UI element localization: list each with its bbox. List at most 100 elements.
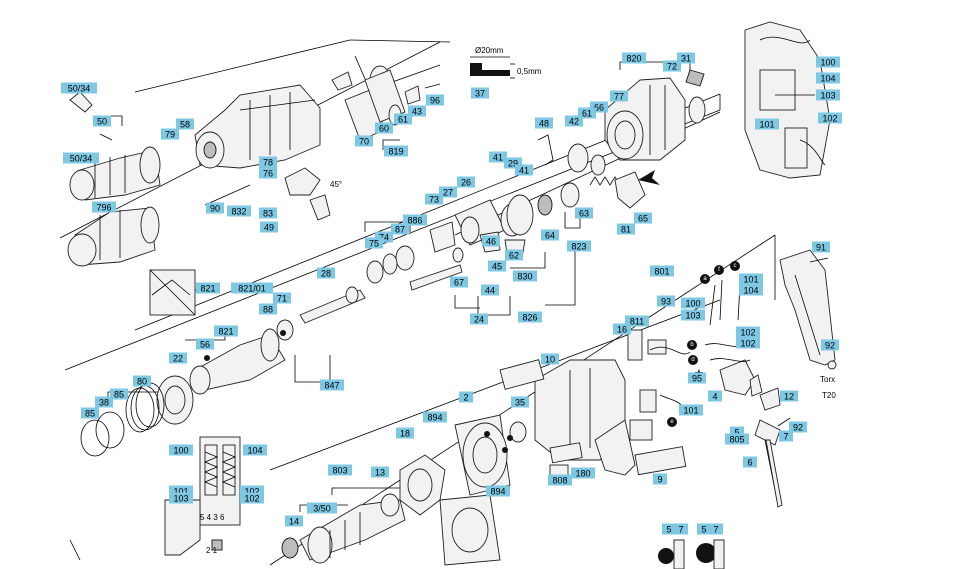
part-label-box [504,157,522,169]
part-label-95: 95 [688,372,706,384]
part-label-text: 50 [97,117,107,127]
part-label-box [169,492,193,504]
part-label-24: 24 [470,313,488,325]
part-label-box [450,276,468,288]
part-label-box [81,407,99,419]
part-label-box [243,444,267,456]
part-label-box [391,223,409,235]
part-label-text: 7 [713,525,718,535]
part-label-box [457,176,475,188]
part-label-box [821,339,839,351]
part-label-text: 886 [407,216,422,226]
part-label-text: 49 [264,223,274,233]
part-label-text: 96 [430,96,440,106]
part-label-50: 50 [93,115,111,127]
ring-85 [80,419,110,457]
part-label-box [403,214,427,226]
part-label-box [708,390,722,402]
part-label-text: 81 [621,225,631,235]
armature [281,493,406,564]
intermediate-housing [604,69,706,161]
part-label-text: 832 [231,207,246,217]
part-label-box [240,492,264,504]
part-label-63: 63 [575,207,593,219]
part-label-text: 87 [395,225,405,235]
air-guide-ring [399,454,446,516]
part-label-text: 50/34 [70,154,93,164]
part-label-9: 9 [653,473,667,485]
part-label-text: 100 [685,299,700,309]
part-label-text: 894 [490,487,505,497]
part-label-16: 16 [613,323,631,335]
part-label-box [259,207,277,219]
part-label-48: 48 [535,117,553,129]
part-label-box [61,82,97,94]
part-label-text: 102 [740,339,755,349]
part-label-box [697,523,711,535]
part-label-box [575,207,593,219]
part-label-box [365,237,383,249]
svg-text:d: d [691,357,694,363]
part-label-76: 76 [259,167,277,179]
part-label-803: 803 [328,464,352,476]
part-label-box [355,135,373,147]
inset-numbers: 5 4 3 6 [200,513,225,522]
part-label-text: 12 [784,392,794,402]
part-label-text: 18 [400,429,410,439]
part-label-text: 808 [552,476,567,486]
part-label-text: 64 [545,231,555,241]
part-label-104b: 104 [816,72,840,84]
part-label-102e: 102 [736,337,760,349]
part-label-box [384,145,408,157]
letter-markers: a c b d e f ★ [667,261,740,427]
part-label-50-34a: 50/34 [61,82,97,94]
part-label-text: 93 [661,297,671,307]
part-label-box [789,421,807,433]
part-label-104a: 104 [243,444,267,456]
trigger-switch [719,359,783,508]
part-label-text: 801 [654,267,669,277]
part-label-box [317,267,335,279]
part-label-5b: 5 [662,523,676,535]
part-label-text: 16 [617,325,627,335]
part-label-85b: 85 [81,407,99,419]
part-label-text: 50/34 [68,84,91,94]
screws [163,83,829,453]
brush-holder-inset [164,436,241,556]
part-label-text: 56 [200,340,210,350]
part-label-box [196,282,220,294]
svg-text:c: c [734,263,737,269]
part-label-41a: 41 [489,151,507,163]
part-label-box [206,202,224,214]
part-label-box [518,311,542,323]
part-label-66: 66 [590,101,608,113]
part-label-180: 180 [571,467,595,479]
part-label-box [396,427,414,439]
part-label-box [259,303,277,315]
part-label-text: 894 [427,413,442,423]
part-label-6: 6 [743,456,757,468]
rod-67 [409,264,463,291]
part-label-46: 46 [482,235,500,247]
part-label-102b: 102 [240,492,264,504]
part-label-text: 61 [398,115,408,125]
part-label-text: 100 [173,446,188,456]
part-label-box [610,90,628,102]
part-label-100b: 100 [816,56,840,68]
part-label-78: 78 [259,156,277,168]
part-label-text: 5 [666,525,671,535]
part-label-box [565,115,583,127]
part-label-box [488,260,506,272]
part-label-61b: 61 [578,107,596,119]
part-label-text: 7 [783,432,788,442]
part-label-text: 826 [522,313,537,323]
part-label-box [677,52,695,64]
quick-chuck-lower [67,206,160,267]
torx-size-note: T20 [822,391,836,400]
part-label-text: 6 [747,458,752,468]
part-label-text: 5 [734,428,739,438]
part-label-box [657,295,675,307]
part-label-3-50: 3/50 [307,502,337,514]
part-label-text: 79 [165,130,175,140]
